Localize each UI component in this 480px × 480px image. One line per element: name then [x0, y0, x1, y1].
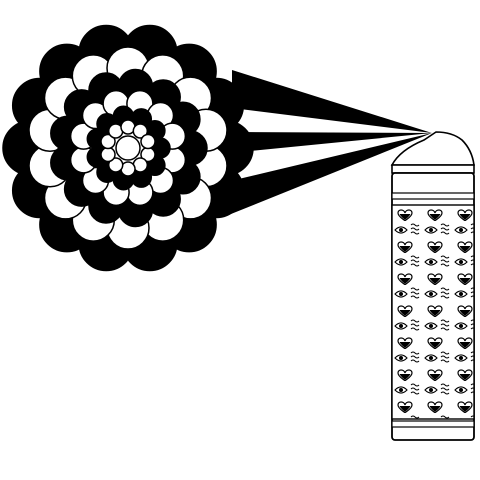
cloud-center [115, 135, 141, 161]
cloud-scallop [140, 133, 156, 150]
cloud-ring [100, 119, 156, 177]
spray-cloud [2, 24, 254, 272]
spray-beam [232, 70, 432, 133]
spray-beams [226, 70, 432, 216]
can-top-rim [391, 164, 475, 174]
cloud-scallop [100, 133, 116, 150]
can-nozzle-cap [390, 131, 475, 166]
spray-beam [226, 133, 432, 216]
spray-beam [240, 132, 432, 152]
can-label-band [391, 192, 475, 200]
spray-can [390, 131, 475, 441]
cloud-scallop [132, 123, 149, 139]
can-pattern-label [391, 204, 475, 420]
cloud-scallop [107, 157, 124, 173]
can-bottom-rim [391, 420, 475, 428]
cloud-scallop [100, 146, 116, 163]
